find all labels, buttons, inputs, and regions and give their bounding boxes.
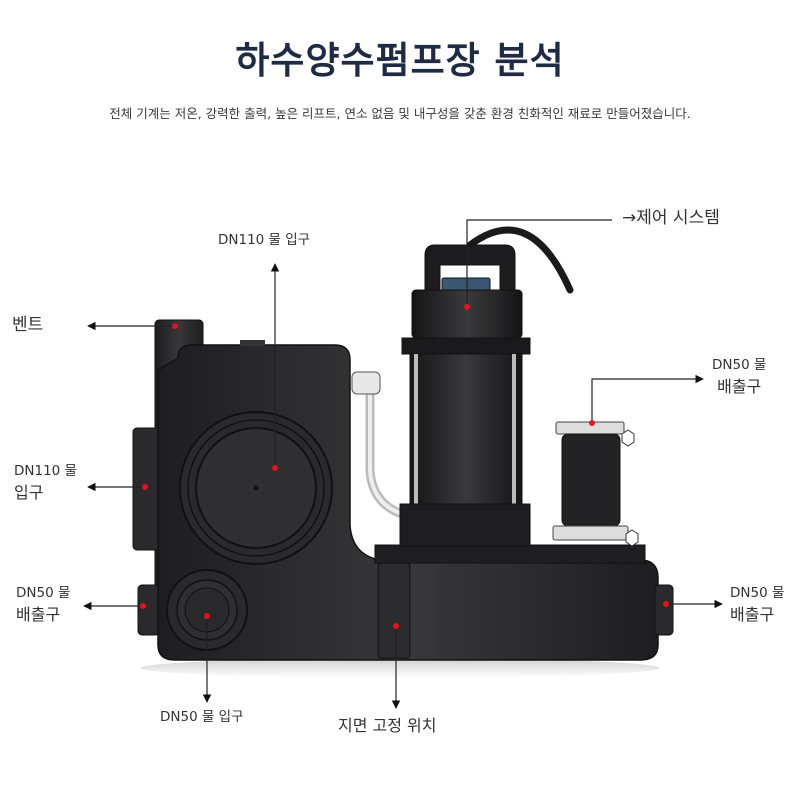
marker-ground-fixing [393,623,399,629]
label-text: DN50 물 [16,585,71,601]
dn110-front-port [179,411,333,565]
leader-dn50-top-right [591,374,704,423]
label-text: 지면 고정 위치 [338,716,437,735]
label-text: DN50 물 입구 [160,709,244,725]
marker-control [464,304,470,310]
power-cable [466,226,574,294]
marker-dn110-front [272,465,278,471]
page-title: 하수양수펌프장 분석 [235,39,565,82]
marker-dn50-right [663,601,669,607]
label-vent: 벤트 [12,314,43,336]
label-text: 입구 [14,483,44,502]
marker-vent [172,323,178,329]
label-text: →제어 시스템 [622,208,720,228]
label-text: 벤트 [12,315,44,335]
check-valve [552,421,639,547]
dn50-left-stub [137,584,161,636]
floor-shadow [140,658,660,678]
tank-top-cap [240,340,265,346]
pump-base-plate [374,544,646,564]
marker-dn50-bottom [204,613,210,619]
label-text: 배출구 [16,605,61,624]
hose-elbow [351,371,381,395]
marker-check-valve [589,420,595,426]
label-dn110-inlet-top: DN110 물 입구 [218,229,310,251]
leader-control-system [466,219,612,305]
marker-dn110-left [142,484,148,490]
label-text: DN50 물 [712,357,767,373]
label-control-system: →제어 시스템 [622,207,720,229]
ground-fixing-slot [377,562,411,659]
label-text: DN110 물 [14,463,77,479]
submersible-pump [399,226,574,547]
label-dn50-inlet-bottom: DN50 물 입구 [160,706,244,728]
label-text: DN50 물 [730,585,785,601]
page-subtitle: 전체 기계는 저온, 강력한 출력, 높은 리프트, 연소 없음 및 내구성을 … [109,106,691,121]
label-text: DN110 물 입구 [218,232,311,248]
label-text: 배출구 [717,377,762,396]
dn50-right-stub [654,584,674,636]
marker-dn50-left [140,603,146,609]
label-ground-fixing: 지면 고정 위치 [338,715,437,737]
label-text: 배출구 [730,605,775,624]
